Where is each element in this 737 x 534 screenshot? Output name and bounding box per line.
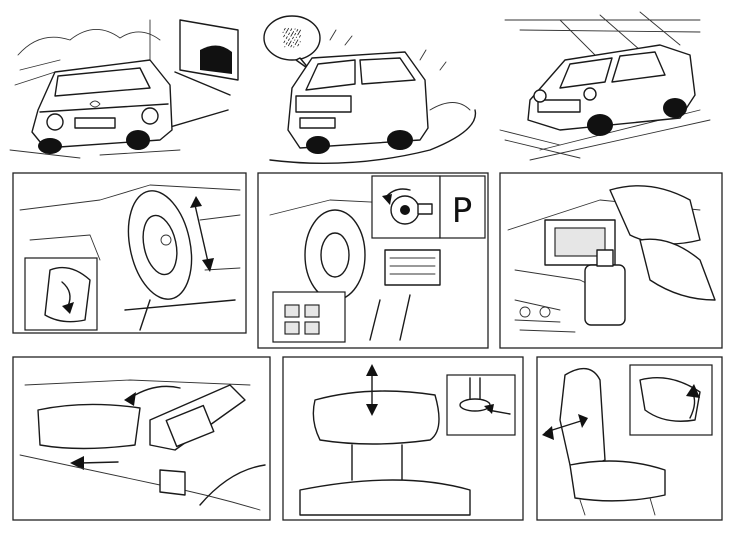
panel-dash-ignition-park: P bbox=[257, 172, 489, 349]
park-gear-label: P bbox=[452, 191, 473, 231]
scene-suv-wet-road bbox=[499, 11, 711, 161]
scene-van-rain: ⛆ bbox=[263, 15, 477, 165]
visor-left bbox=[37, 403, 141, 450]
weather-icon: ⛆ bbox=[282, 25, 301, 53]
thought-bubble bbox=[263, 15, 321, 61]
panel-head-restraint bbox=[282, 356, 524, 521]
panel-steering-tilt bbox=[12, 172, 247, 334]
panel-sun-visor bbox=[12, 356, 271, 521]
scene-suv-tunnel bbox=[9, 19, 239, 159]
inset-park-gear bbox=[439, 175, 486, 239]
panel-seat-adjust bbox=[536, 356, 723, 521]
panel-engine-fluid bbox=[499, 172, 723, 349]
